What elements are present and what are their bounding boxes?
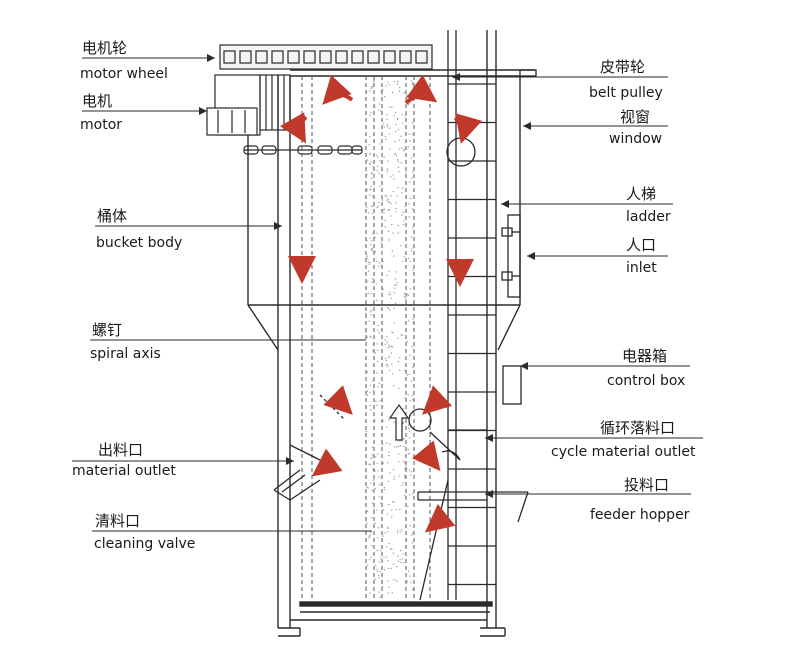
cycle-outlet-label-en: cycle material outlet — [551, 444, 696, 460]
window-label-en: window — [609, 131, 663, 147]
cleaning-valve-label-zh: 清料口 — [95, 512, 141, 530]
leader-arrowheads — [199, 54, 535, 498]
belt-pulley-label-zh: 皮带轮 — [600, 58, 646, 76]
inner-tube — [301, 76, 431, 600]
material-outlet-drawing — [273, 394, 346, 501]
inlet-label-en: inlet — [626, 260, 657, 276]
control-box-drawing — [502, 365, 522, 405]
spiral-axis-label-en: spiral axis — [90, 346, 161, 362]
bucket-body-drawing — [247, 30, 535, 637]
belt-pulley-drawing — [446, 137, 476, 167]
ladder-drawing — [447, 30, 496, 600]
spiral-axis-drawing — [365, 79, 415, 598]
flow-arrows — [279, 74, 483, 533]
bucket-body-label-en: bucket body — [96, 235, 183, 251]
bucket-body-label-zh: 桶体 — [97, 207, 128, 225]
window-drawing — [519, 69, 537, 77]
spiral-axis-label-zh: 螺钉 — [92, 321, 123, 339]
motor-wheel-label-zh: 电机轮 — [82, 39, 128, 57]
control-box-label-en: control box — [607, 373, 686, 389]
feeder-hopper-drawing — [417, 479, 529, 601]
motor-drawing — [206, 74, 291, 136]
cleaning-valve-label-en: cleaning valve — [94, 536, 196, 552]
up-arrow-outline — [388, 403, 410, 441]
inlet-drawing — [501, 214, 521, 298]
motor-label-en: motor — [80, 117, 123, 133]
inlet-label-zh: 人口 — [626, 236, 657, 254]
belt-pulley-label-en: belt pulley — [589, 85, 663, 101]
cycle-outlet-label-zh: 循环落料口 — [600, 419, 676, 437]
feeder-hopper-label-en: feeder hopper — [590, 507, 690, 523]
motor-wheel-label-en: motor wheel — [80, 66, 168, 82]
material-outlet-label-en: material outlet — [72, 463, 176, 479]
motor-label-zh: 电机 — [82, 92, 113, 110]
feeder-hopper-label-zh: 投料口 — [624, 476, 670, 494]
cycle-outlet-drawing — [408, 408, 487, 461]
control-box-label-zh: 电器箱 — [622, 347, 668, 365]
ladder-label-en: ladder — [626, 209, 671, 225]
motor-wheel-drawing — [219, 44, 433, 70]
ladder-label-zh: 人梯 — [626, 185, 657, 203]
material-outlet-label-zh: 出料口 — [98, 441, 144, 459]
window-label-zh: 视窗 — [620, 108, 651, 126]
drive-chain — [243, 145, 363, 155]
leader-lines — [72, 57, 703, 532]
